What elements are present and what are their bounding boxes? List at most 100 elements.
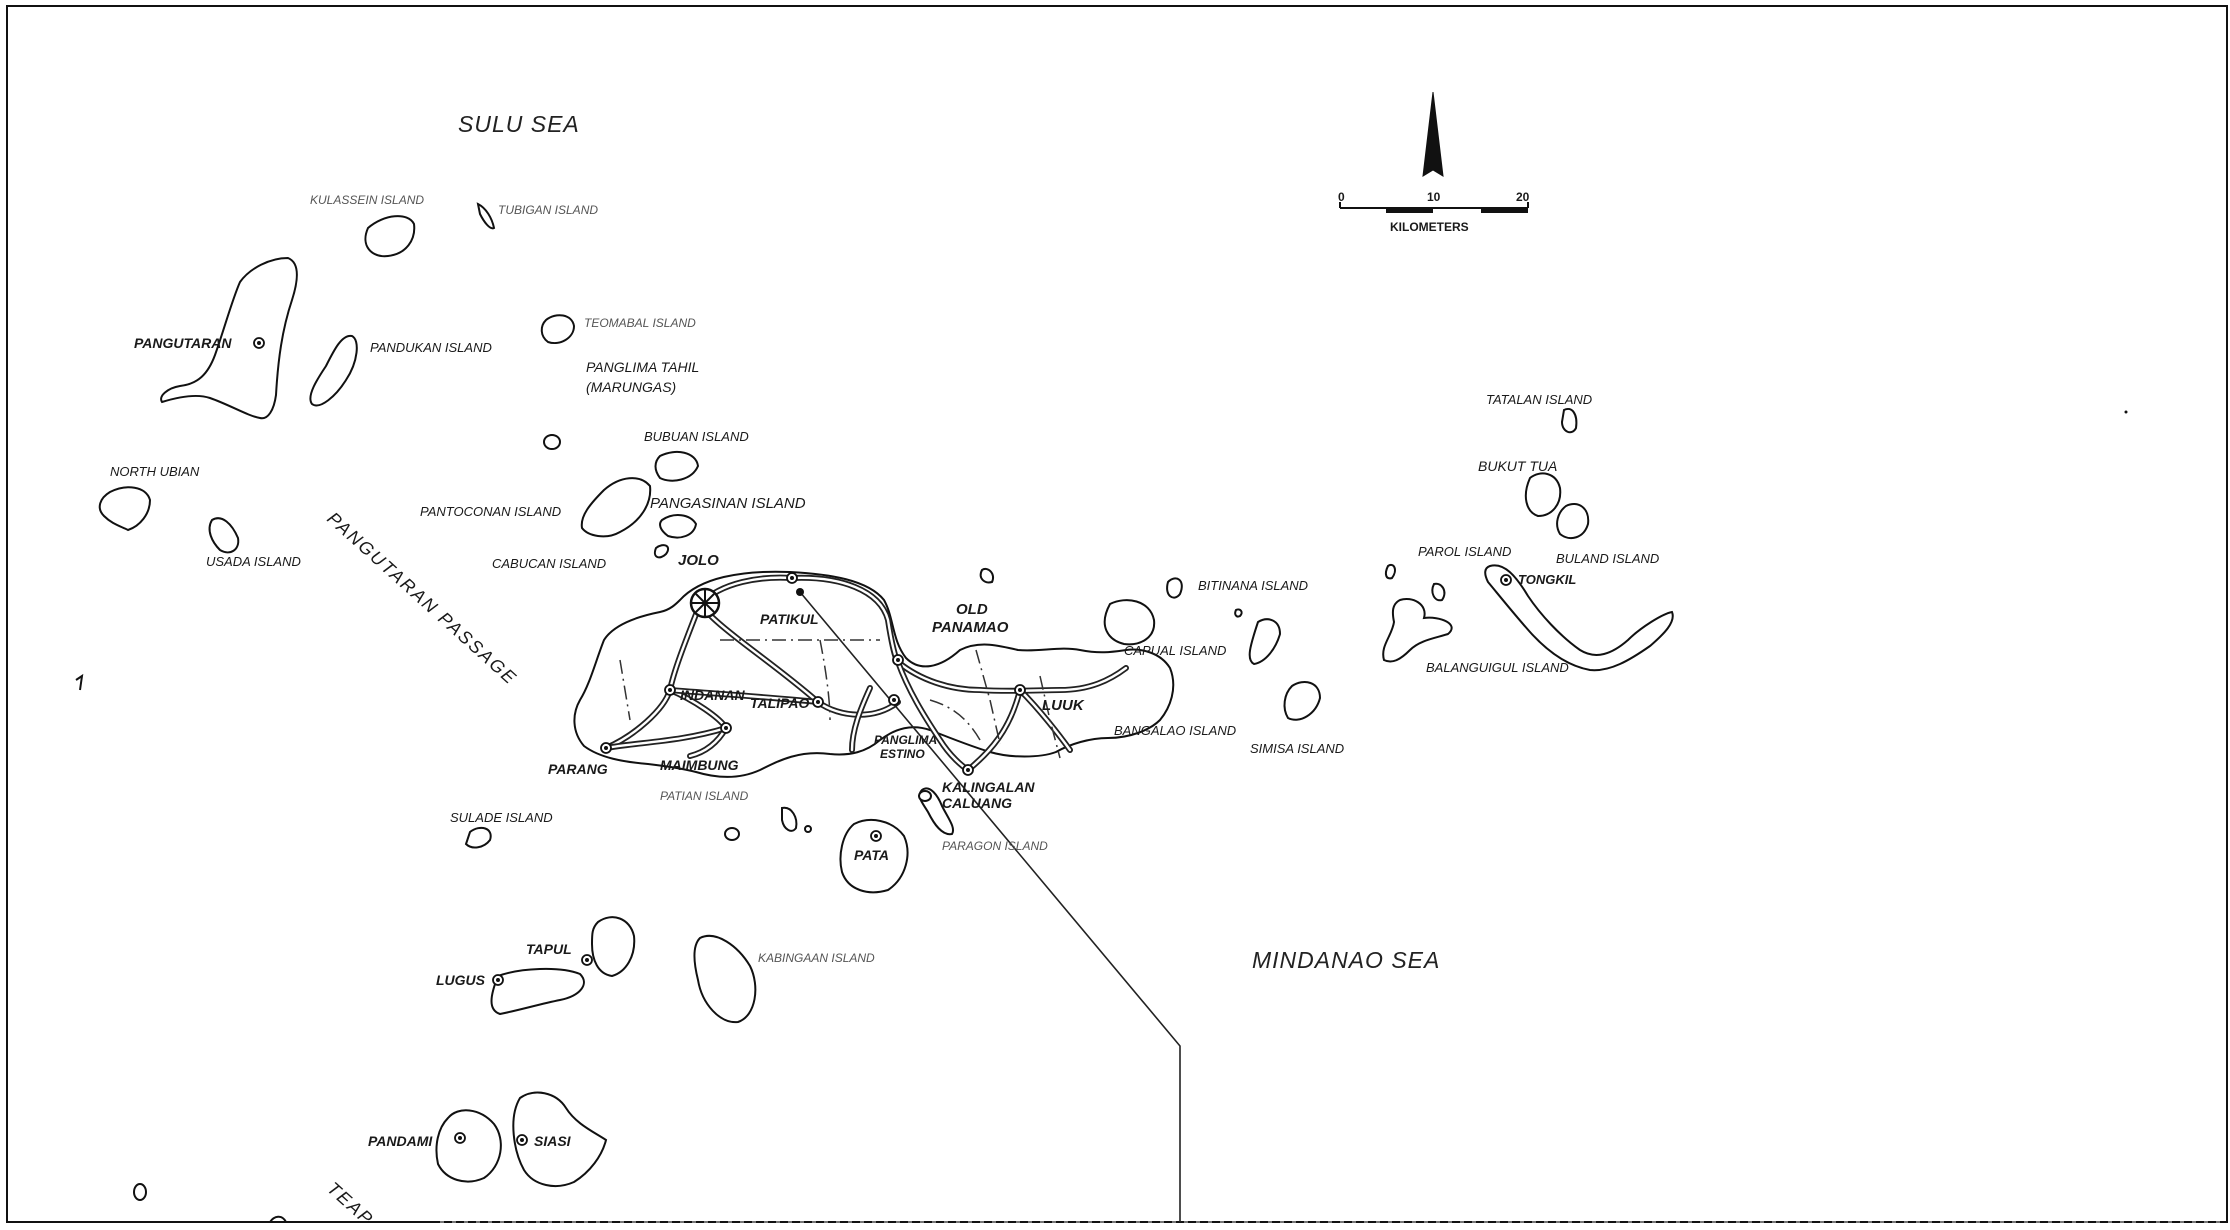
label-simisa-island: SIMISA ISLAND (1250, 741, 1344, 756)
island-bubuan-small (543, 434, 561, 450)
label-kulassein-island: KULASSEIN ISLAND (310, 193, 424, 207)
island-sulade (464, 826, 492, 849)
label-old-panamao-line1: OLD (956, 601, 988, 618)
island-patian-b (781, 806, 798, 832)
label-cabucan-island: CABUCAN ISLAND (492, 556, 606, 571)
label-tongkil: TONGKIL (1518, 572, 1576, 587)
island-teomabal (540, 314, 576, 344)
label-pantoconan-island: PANTOCONAN ISLAND (420, 504, 561, 519)
label-bitinana-island: BITINANA ISLAND (1198, 578, 1308, 593)
island-bitinana-small (1234, 608, 1243, 618)
stray-dot (2124, 410, 2128, 414)
scale-unit: KILOMETERS (1390, 220, 1469, 234)
label-bottom-passage: TEAP (323, 1178, 377, 1225)
landmasses (98, 202, 1674, 1223)
municipal-boundaries (619, 639, 1061, 759)
label-indanan: INDANAN (680, 687, 745, 703)
label-luuk: LUUK (1042, 697, 1085, 714)
label-sulu-sea: SULU SEA (458, 111, 580, 137)
island-bukut-tua-b (1556, 503, 1590, 540)
island-tongkil (1484, 564, 1674, 672)
label-tatalan-island: TATALAN ISLAND (1486, 392, 1592, 407)
provincial-capital-icon (689, 587, 721, 619)
island-north-ubian (98, 486, 152, 532)
stray-mark (75, 673, 84, 691)
label-bukut-tua: BUKUT TUA (1478, 458, 1557, 474)
island-pata (839, 819, 909, 894)
label-parang: PARANG (548, 761, 608, 777)
label-tapul: TAPUL (526, 941, 572, 957)
island-tatalan (1560, 408, 1578, 434)
leader-line (799, 591, 1181, 1222)
label-balanguigul-island: BALANGUIGUL ISLAND (1426, 660, 1569, 675)
label-kalingalan-caluang-line1: KALINGALAN (942, 779, 1035, 795)
town-center-icon (253, 337, 1512, 1146)
label-mindanao-sea: MINDANAO SEA (1252, 947, 1440, 973)
island-bottom-left-b (268, 1215, 288, 1223)
island-balanguigul (1382, 598, 1453, 663)
label-panglima-estino-line1: PANGLIMA (874, 733, 937, 747)
label-jolo: JOLO (678, 552, 719, 569)
label-kabingaan-island: KABINGAAN ISLAND (758, 951, 875, 965)
label-talipao: TALIPAO (750, 695, 809, 711)
patikul-marker-icon (796, 588, 804, 596)
scale-bar: 0 10 20 KILOMETERS (1338, 190, 1530, 234)
island-usada (208, 517, 240, 554)
label-buland-island: BULAND ISLAND (1556, 551, 1659, 566)
label-panglima-estino-line2: ESTINO (880, 747, 925, 761)
label-maimbung: MAIMBUNG (660, 757, 739, 773)
label-old-panamao-line2: PANAMAO (932, 619, 1009, 636)
label-lugus: LUGUS (436, 972, 486, 988)
label-pata: PATA (854, 847, 889, 863)
island-tubigan (476, 202, 496, 230)
label-siasi: SIASI (534, 1133, 572, 1149)
island-paragon-small (918, 790, 932, 802)
island-kabingaan (693, 935, 757, 1024)
island-kulassein (364, 215, 416, 258)
label-pandukan-island: PANDUKAN ISLAND (370, 340, 492, 355)
island-cabucan (654, 544, 670, 559)
label-paragon-island: PARAGON ISLAND (942, 839, 1048, 853)
label-parol-island: PAROL ISLAND (1418, 544, 1511, 559)
island-pantoconan (580, 477, 652, 538)
label-bubuan-island: BUBUAN ISLAND (644, 429, 749, 444)
island-parol (1384, 564, 1396, 580)
label-tubigan-island: TUBIGAN ISLAND (498, 203, 598, 217)
label-patikul: PATIKUL (760, 611, 819, 627)
island-capual (1103, 599, 1156, 646)
label-sulade-island: SULADE ISLAND (450, 810, 553, 825)
map-border (6, 5, 2228, 1223)
label-pandami: PANDAMI (368, 1133, 433, 1149)
island-pandami (435, 1109, 502, 1183)
label-panglima-tahil: PANGLIMA TAHIL (586, 359, 699, 375)
island-pandukan (309, 334, 358, 407)
island-bangalao (1248, 618, 1282, 666)
label-pangasinan-island: PANGASINAN ISLAND (650, 495, 806, 512)
label-pangutaran-passage: PANGUTARAN PASSAGE (323, 508, 521, 689)
label-north-ubian: NORTH UBIAN (110, 464, 200, 479)
island-bottom-left-a (133, 1183, 147, 1201)
island-bubuan (659, 514, 698, 539)
label-pangutaran: PANGUTARAN (134, 335, 232, 351)
island-tapul (590, 916, 636, 978)
island-lugus (490, 967, 585, 1016)
island-siasi (512, 1091, 608, 1187)
island-bitinana (1166, 577, 1183, 599)
island-patian-c (804, 825, 812, 833)
label-usada-island: USADA ISLAND (206, 554, 301, 569)
island-bukut-tua (1524, 472, 1562, 518)
label-patian-island: PATIAN ISLAND (660, 789, 749, 803)
north-arrow-icon (1422, 91, 1444, 177)
island-pangutaran (160, 256, 298, 420)
label-panglima-tahil-alt: (MARUNGAS) (586, 379, 676, 395)
island-parol-b (1431, 582, 1446, 602)
island-pangasinan (654, 450, 700, 482)
scale-tick-0: 0 (1338, 190, 1345, 204)
island-patian-a (724, 827, 740, 841)
island-old-panamao-islet (979, 568, 994, 584)
label-bangalao-island: BANGALAO ISLAND (1114, 723, 1236, 738)
scale-tick-10: 10 (1427, 190, 1441, 204)
label-kalingalan-caluang-line2: CALUANG (942, 795, 1012, 811)
